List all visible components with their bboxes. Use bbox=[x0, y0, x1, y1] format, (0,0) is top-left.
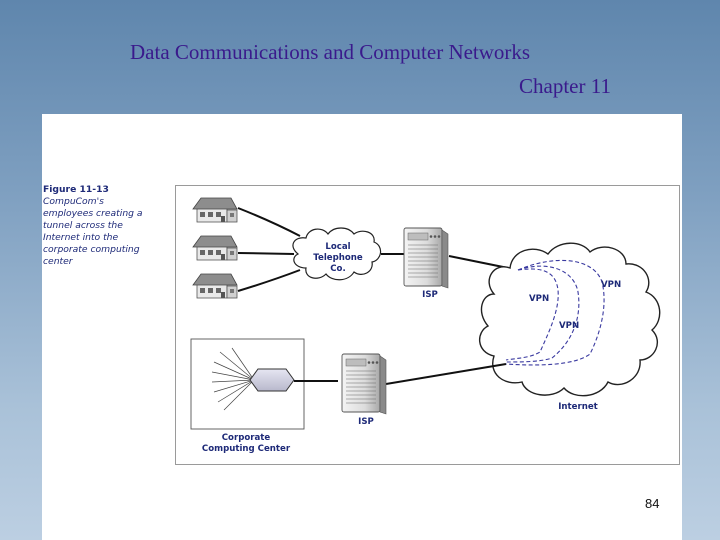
house-connection-lines bbox=[237, 207, 301, 292]
page-number: 84 bbox=[645, 496, 660, 511]
slide-content-panel: Figure 11-13 CompuCom's employees creati… bbox=[42, 114, 682, 540]
vpn-label-3: VPN bbox=[559, 321, 579, 331]
isp-bottom-label: ISP bbox=[358, 417, 374, 427]
router-icon bbox=[249, 368, 295, 392]
internet-isp-line bbox=[385, 363, 507, 385]
server-icon bbox=[403, 227, 449, 289]
isp-top-label: ISP bbox=[422, 290, 438, 300]
cloud-label-line3: Co. bbox=[330, 264, 345, 274]
house-icon bbox=[192, 273, 238, 299]
figure-caption-text: CompuCom's employees creating a tunnel a… bbox=[43, 196, 143, 267]
slide-title-line2: Chapter 11 bbox=[519, 74, 611, 98]
house-icon bbox=[192, 235, 238, 261]
internet-label: Internet bbox=[558, 402, 598, 412]
cloud-label-line1: Local bbox=[325, 242, 350, 252]
corporate-label-line1: Corporate bbox=[222, 433, 271, 443]
server-icon bbox=[341, 353, 387, 415]
telephone-cloud-icon: Local Telephone Co. bbox=[292, 227, 382, 281]
vpn-label-1: VPN bbox=[529, 294, 549, 304]
slide-title-line1: Data Communications and Computer Network… bbox=[130, 40, 531, 64]
router-connections bbox=[211, 347, 255, 411]
corporate-label-line2: Computing Center bbox=[202, 444, 291, 454]
network-diagram: Local Telephone Co. ISP Internet bbox=[190, 197, 661, 454]
vpn-label-2: VPN bbox=[601, 280, 621, 290]
vpn-tunnels bbox=[505, 259, 605, 366]
figure-caption-number: Figure 11-13 bbox=[43, 184, 109, 195]
house-icon bbox=[192, 197, 238, 223]
cloud-label-line2: Telephone bbox=[313, 253, 363, 263]
figure-caption: Figure 11-13 CompuCom's employees creati… bbox=[43, 184, 153, 268]
network-diagram-frame: Local Telephone Co. ISP Internet bbox=[175, 185, 680, 465]
